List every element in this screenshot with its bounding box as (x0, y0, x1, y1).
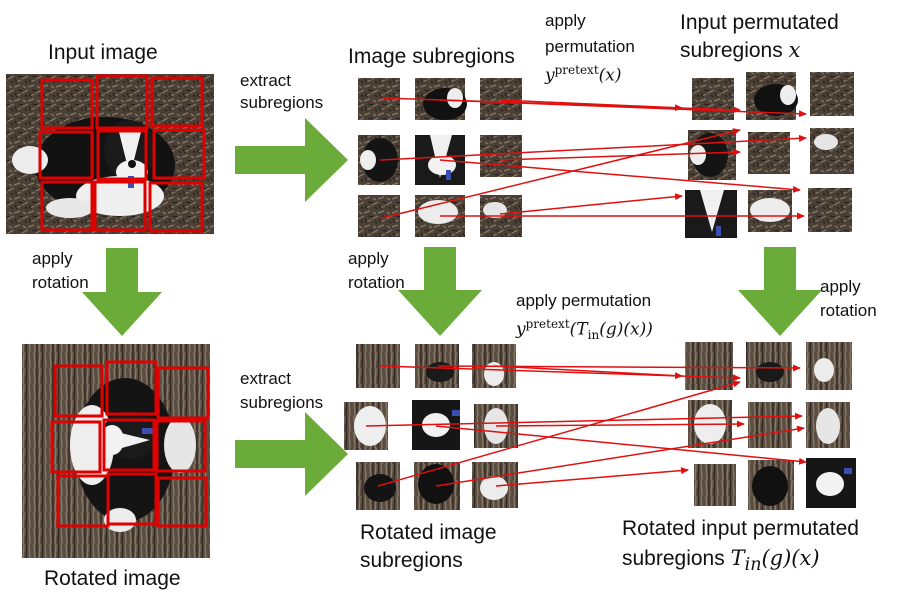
rotated-image-subregions-tiles (344, 344, 518, 510)
input-image-label: Input image (48, 41, 158, 64)
apply-rotation-left-line1: apply (32, 249, 73, 268)
rotated-input-permutated-line2: subregions Tin(g)(x) (622, 546, 820, 576)
permutation-lines-top (379, 97, 807, 220)
apply-rotation-mid-line2: rotation (348, 273, 405, 292)
arrow-extract-top (235, 118, 348, 202)
apply-rotation-mid-line1: apply (348, 249, 389, 268)
permutation-lines-bottom (365, 364, 807, 487)
apply-rotation-left-line2: rotation (32, 273, 89, 292)
apply-permutation-top-line1: apply (545, 11, 586, 30)
extract-bottom-line2: subregions (240, 393, 324, 412)
arrow-rotate-right (738, 247, 822, 336)
rotated-input-permutated-tiles (685, 342, 856, 510)
rotated-image-label: Rotated image (44, 567, 181, 590)
input-permutated-label-line2: subregions x (680, 38, 801, 62)
arrow-rotate-left (82, 248, 162, 336)
input-image-grid-boxes (38, 74, 206, 233)
extract-bottom-line1: extract (240, 369, 292, 388)
arrow-rotate-middle (398, 247, 482, 336)
input-permutated-tiles (685, 72, 854, 238)
rotated-input-permutated-line1: Rotated input permutated (622, 517, 859, 540)
rotated-image-grid-boxes (50, 360, 210, 528)
rotated-image-subregions-line2: subregions (360, 549, 463, 572)
apply-permutation-bottom-line1: apply permutation (516, 291, 652, 310)
apply-rotation-right-line2: rotation (820, 301, 877, 320)
extract-top-line2: subregions (240, 93, 324, 112)
apply-rotation-right-line1: apply (820, 277, 861, 296)
input-image (6, 74, 214, 234)
input-permutated-label-line1: Input permutated (680, 11, 839, 34)
apply-permutation-bottom-formula: ypretext(Tin(g)(x)) (516, 317, 653, 343)
green-arrows (82, 118, 822, 496)
rotated-image-subregions-line1: Rotated image (360, 521, 497, 544)
arrow-extract-bottom (235, 412, 348, 496)
extract-top-line1: extract (240, 71, 292, 90)
apply-permutation-top-formula: ypretext(x) (545, 63, 622, 86)
rotated-image (22, 344, 210, 558)
apply-permutation-top-line2: permutation (545, 37, 635, 56)
image-subregions-label: Image subregions (348, 45, 515, 68)
